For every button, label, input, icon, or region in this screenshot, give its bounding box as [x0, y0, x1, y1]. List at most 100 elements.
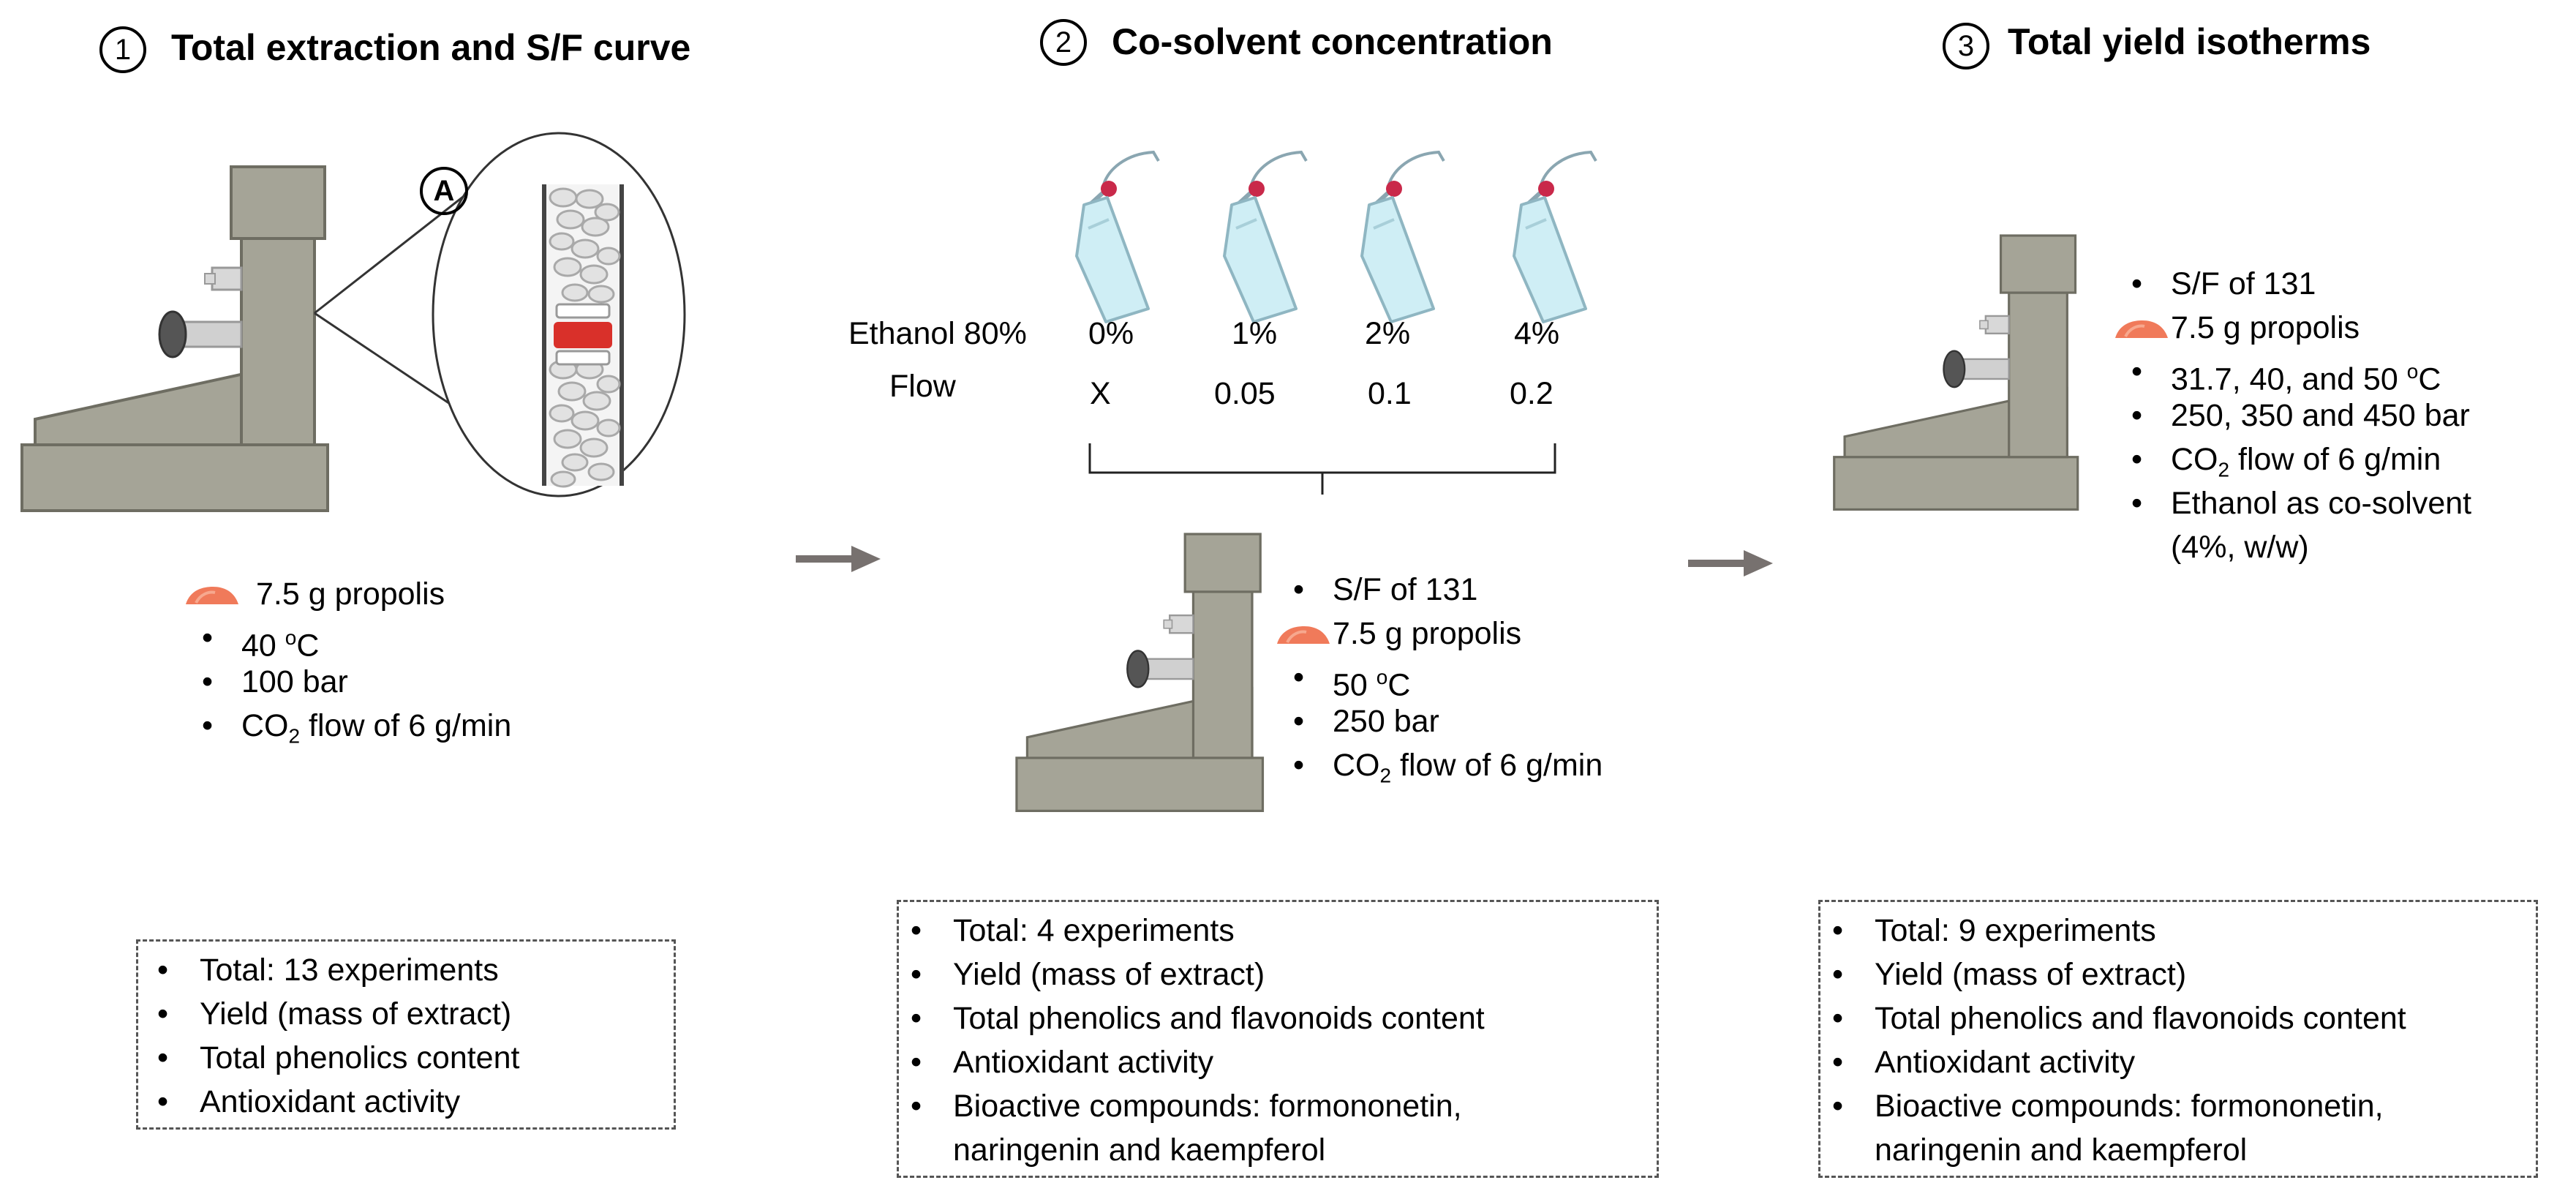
step3-temp-unit: C [2418, 361, 2441, 397]
flow-3: 0.2 [1510, 376, 1553, 411]
summary3-bioactive-cont: naringenin and kaempferol [1875, 1132, 2248, 1168]
bullet: • [2131, 266, 2143, 301]
wash-bottle-1 [1062, 146, 1164, 326]
bullet: • [202, 620, 214, 656]
summary1-item: • Total: 13 experiments [146, 949, 519, 993]
co2-text: CO [2171, 442, 2218, 477]
bullet: • [1832, 913, 1844, 948]
bullet: • [911, 1001, 922, 1036]
summary3-antioxidant: Antioxidant activity [1875, 1045, 2136, 1080]
step2-pressure: 250 bar [1333, 704, 1439, 739]
summary2-phenolics: Total phenolics and flavonoids content [953, 1001, 1485, 1036]
step1-co2-row: • CO2 flow of 6 g/min [190, 704, 511, 748]
concentration-3: 4% [1514, 316, 1560, 351]
bullet: • [911, 957, 922, 992]
propolis-icon [1276, 625, 1331, 645]
step1-parameters: 7.5 g propolis • 40 oC • 100 bar • CO2 f… [184, 572, 511, 748]
step1-temp-unit: C [296, 628, 320, 664]
summary1-item: •Yield (mass of extract) [146, 993, 519, 1037]
bullet: • [911, 1089, 922, 1124]
step3-propolis: 7.5 g propolis [2171, 310, 2360, 345]
step3-co2-row: • CO2 flow of 6 g/min [2120, 437, 2471, 481]
step3-temp-value: 31.7, 40, and 50 [2171, 361, 2407, 397]
step-title-2: Co-solvent concentration [1112, 21, 1553, 62]
step2-sf-row: • S/F of 131 [1281, 568, 1603, 612]
summary2-item: •Total: 4 experiments [899, 909, 1485, 953]
step-number-1: 1 [99, 26, 146, 73]
step2-temp-value: 50 [1333, 667, 1376, 703]
summary3-yield: Yield (mass of extract) [1875, 957, 2187, 992]
step3-sf-row: • S/F of 131 [2120, 262, 2471, 306]
concentration-0: 0% [1088, 316, 1134, 351]
step3-pressure: 250, 350 and 450 bar [2171, 398, 2470, 433]
arrow-2-to-3 [1688, 550, 1773, 576]
summary3-total: Total: 9 experiments [1875, 913, 2156, 948]
summary2-item: •Yield (mass of extract) [899, 953, 1485, 997]
sample-band [554, 322, 612, 348]
bullet: • [911, 1045, 922, 1080]
concentration-1: 1% [1232, 316, 1278, 351]
bullet: • [911, 913, 922, 948]
bullet: • [1293, 572, 1305, 607]
step1-pressure: 100 bar [241, 664, 348, 699]
step1-propolis-row: 7.5 g propolis [184, 572, 511, 616]
step-title-1: Total extraction and S/F curve [171, 27, 691, 68]
summary2-item: • Total phenolics and flavonoids content [899, 997, 1485, 1041]
extractor-illustration-2 [1015, 533, 1265, 813]
step1-pressure-row: • 100 bar [190, 660, 511, 704]
step-number-3: 3 [1943, 23, 1989, 70]
wash-bottle-2 [1210, 146, 1312, 326]
bullet: • [1832, 957, 1844, 992]
bullet: • [1293, 704, 1305, 739]
step-number-2: 2 [1040, 19, 1087, 66]
bullet: • [157, 953, 169, 988]
wash-bottle-4 [1499, 146, 1602, 326]
propolis-icon [2114, 319, 2169, 339]
summary-box-1: •Total: 13 experiments •Yield (mass of e… [136, 939, 676, 1130]
summary1-phenolics: Total phenolics content [200, 1040, 520, 1075]
step2-pressure-row: • 250 bar [1281, 699, 1603, 743]
flow-0: X [1090, 376, 1111, 411]
summary3-item: •Bioactive compounds: formononetin, [1820, 1085, 2406, 1129]
bullet: • [2131, 442, 2143, 477]
summary2-bioactive: Bioactive compounds: formononetin, [953, 1089, 1462, 1124]
step2-sf: S/F of 131 [1333, 572, 1478, 607]
step3-propolis-row: 7.5 g propolis [2114, 306, 2471, 350]
bullet: • [2131, 398, 2143, 433]
summary3-phenolics: Total phenolics and flavonoids content [1875, 1001, 2406, 1036]
bullet: • [202, 708, 214, 743]
summary2-antioxidant: Antioxidant activity [953, 1045, 1214, 1080]
summary2-item: • Bioactive compounds: formononetin, [899, 1085, 1485, 1129]
bullet: • [157, 1040, 169, 1075]
bullet: • [2131, 354, 2143, 389]
concentration-2: 2% [1365, 316, 1411, 351]
step3-ethanol-line1: Ethanol as co-solvent [2171, 486, 2472, 521]
cosolvent-label-flow: Flow [889, 369, 956, 404]
co2-subscript: 2 [1379, 764, 1392, 787]
step1-temp-value: 40 [241, 628, 285, 664]
step-title-3: Total yield isotherms [2008, 21, 2371, 62]
summary-box-2: •Total: 4 experiments •Yield (mass of ex… [897, 900, 1659, 1178]
summary1-total: Total: 13 experiments [200, 953, 499, 988]
step3-parameters: • S/F of 131 7.5 g propolis • 31.7, 40, … [2114, 262, 2472, 569]
summary3-bioactive: Bioactive compounds: formononetin, [1875, 1089, 2384, 1124]
zoom-label-circle: A [420, 167, 468, 215]
step1-propolis: 7.5 g propolis [256, 576, 445, 612]
step2-propolis: 7.5 g propolis [1333, 616, 1522, 651]
co2-subscript: 2 [288, 724, 301, 748]
summary1-yield: Yield (mass of extract) [200, 996, 512, 1032]
summary2-item: naringenin and kaempferol [899, 1129, 1485, 1173]
flow-1: 0.05 [1214, 376, 1276, 411]
arrow-1-to-2 [796, 546, 881, 572]
cosolvent-label-ethanol: Ethanol 80% [848, 316, 1027, 351]
summary2-bioactive-cont: naringenin and kaempferol [953, 1132, 1326, 1168]
step3-ethanol-row-2: (4%, w/w) [2120, 525, 2471, 569]
step2-temperature-row: • 50 oC [1281, 656, 1603, 703]
step3-sf: S/F of 131 [2171, 266, 2316, 301]
co2-subscript: 2 [2218, 458, 2230, 481]
bullet: • [1832, 1001, 1844, 1036]
co2-text: CO [1333, 748, 1380, 783]
grouping-brace [1088, 443, 1556, 495]
propolis-icon [184, 585, 240, 606]
summary3-item: •Antioxidant activity [1820, 1041, 2406, 1085]
